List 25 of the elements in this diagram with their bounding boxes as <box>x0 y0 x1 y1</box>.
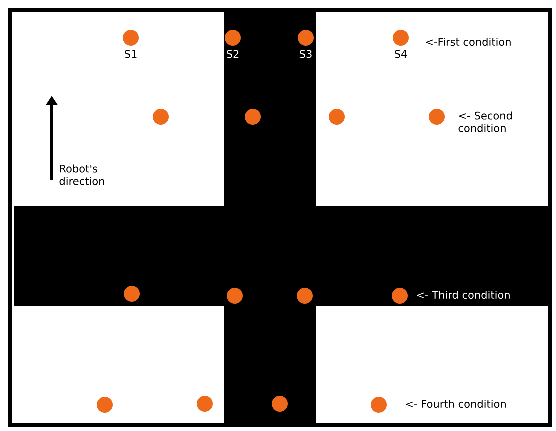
sensor-dot <box>392 288 408 304</box>
condition-label: <- Second condition <box>458 112 512 132</box>
sensor-dot <box>153 109 169 125</box>
sensor-label: S2 <box>227 50 239 58</box>
sensor-dot <box>123 30 139 46</box>
sensor-dot <box>97 397 113 413</box>
sensor-dot <box>371 397 387 413</box>
sensor-label: S4 <box>395 50 408 58</box>
sensor-dot <box>225 30 241 46</box>
sensor-dot <box>197 396 213 412</box>
condition-label: <- Fourth condition <box>406 400 506 408</box>
condition-label: <-First condition <box>426 38 511 46</box>
sensor-dot <box>124 286 140 302</box>
sensor-dot <box>272 396 288 412</box>
sensor-label: S1 <box>125 50 137 58</box>
sensor-dot <box>245 109 261 125</box>
sensor-dot <box>429 109 445 125</box>
condition-label: Robot's direction <box>60 164 104 186</box>
sensor-dot <box>297 288 313 304</box>
sensor-dot <box>393 30 409 46</box>
condition-label: <- Third condition <box>417 290 510 300</box>
sensor-dot <box>298 30 314 46</box>
sensor-dot <box>227 288 243 304</box>
sensor-dot <box>329 109 345 125</box>
sensor-label: S3 <box>300 50 312 58</box>
